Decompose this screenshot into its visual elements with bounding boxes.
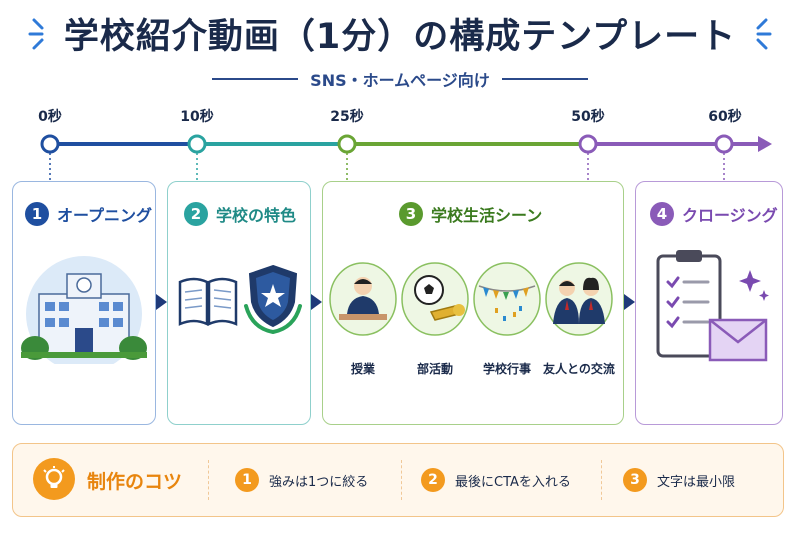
timeline-node-50 xyxy=(578,134,598,154)
school-building-icon xyxy=(21,256,147,364)
tips-divider xyxy=(401,460,402,500)
sparkle-left-icon xyxy=(28,18,44,50)
tip-number: 2 xyxy=(421,468,445,492)
tips-heading: 制作のコツ xyxy=(87,471,183,493)
tips-divider xyxy=(601,460,602,500)
section-label: 学校生活シーン xyxy=(431,206,543,225)
timeline-node-0 xyxy=(40,134,60,154)
tick-label-0: 0秒 xyxy=(38,109,62,125)
timeline-node-10 xyxy=(187,134,207,154)
section-label: クロージング xyxy=(682,206,778,225)
section-label: 学校の特色 xyxy=(216,206,297,225)
tip-text: 最後にCTAを入れる xyxy=(455,474,571,490)
section-school-life-panel: 3 学校生活シーン 授業 部活動 学校行事 友人との交流 xyxy=(322,181,624,425)
section-number: 4 xyxy=(650,202,674,226)
section-number: 3 xyxy=(399,202,423,226)
section-label: オープニング xyxy=(57,206,153,225)
section-features-panel: 2 学校の特色 xyxy=(167,181,311,425)
tip-number: 3 xyxy=(623,468,647,492)
timeline-arrowhead xyxy=(758,136,772,152)
school-event-icon xyxy=(473,262,541,336)
timeline xyxy=(40,134,772,181)
scene-label-club: 部活動 xyxy=(416,362,453,376)
tips-bar: 制作のコツ 1 強みは1つに絞る 2 最後にCTAを入れる 3 文字は最小限 xyxy=(12,443,784,517)
scene-label-friends: 友人との交流 xyxy=(543,362,615,376)
subtitle-line-right xyxy=(501,78,588,80)
tip-text: 文字は最小限 xyxy=(657,474,736,490)
tick-label-25: 25秒 xyxy=(330,109,364,125)
club-activity-icon xyxy=(401,262,469,336)
tip-item-1: 1 強みは1つに絞る xyxy=(235,468,368,492)
flow-arrow-2 xyxy=(311,294,322,310)
open-book-icon xyxy=(178,277,238,326)
section-closing-title: 4 クロージング xyxy=(650,202,778,226)
section-opening-panel: 1 オープニング xyxy=(12,181,156,425)
scene-label-event: 学校行事 xyxy=(482,362,531,376)
section-opening-title: 1 オープニング xyxy=(25,202,152,226)
page-title: 学校紹介動画（1分）の構成テンプレート xyxy=(63,17,737,57)
section-school-life-title: 3 学校生活シーン xyxy=(399,202,542,226)
section-number: 2 xyxy=(184,202,208,226)
tip-item-3: 3 文字は最小限 xyxy=(623,468,735,492)
friends-icon xyxy=(545,262,613,336)
tick-label-50: 50秒 xyxy=(571,109,605,125)
tip-number: 1 xyxy=(235,468,259,492)
lightbulb-icon xyxy=(33,458,75,500)
tick-label-60: 60秒 xyxy=(708,109,742,125)
timeline-node-25 xyxy=(337,134,357,154)
subtitle-row: SNS・ホームページ向け xyxy=(0,66,800,92)
sparkle-right-icon xyxy=(756,18,772,50)
subtitle-line-left xyxy=(212,78,299,80)
section-number: 1 xyxy=(25,202,49,226)
scene-label-class: 授業 xyxy=(350,362,375,376)
tips-divider xyxy=(208,460,209,500)
school-emblem-icon xyxy=(244,264,302,334)
flow-arrow-3 xyxy=(624,294,635,310)
flow-arrow-1 xyxy=(156,294,167,310)
subtitle: SNS・ホームページ向け xyxy=(310,71,490,90)
timeline-node-60 xyxy=(714,134,734,154)
checklist-envelope-icon xyxy=(656,250,769,362)
section-features-title: 2 学校の特色 xyxy=(184,202,296,226)
section-closing-panel: 4 クロージング xyxy=(635,181,783,425)
class-scene-icon xyxy=(329,262,397,336)
tip-item-2: 2 最後にCTAを入れる xyxy=(421,468,571,492)
tip-text: 強みは1つに絞る xyxy=(269,474,369,490)
tick-label-10: 10秒 xyxy=(180,109,214,125)
